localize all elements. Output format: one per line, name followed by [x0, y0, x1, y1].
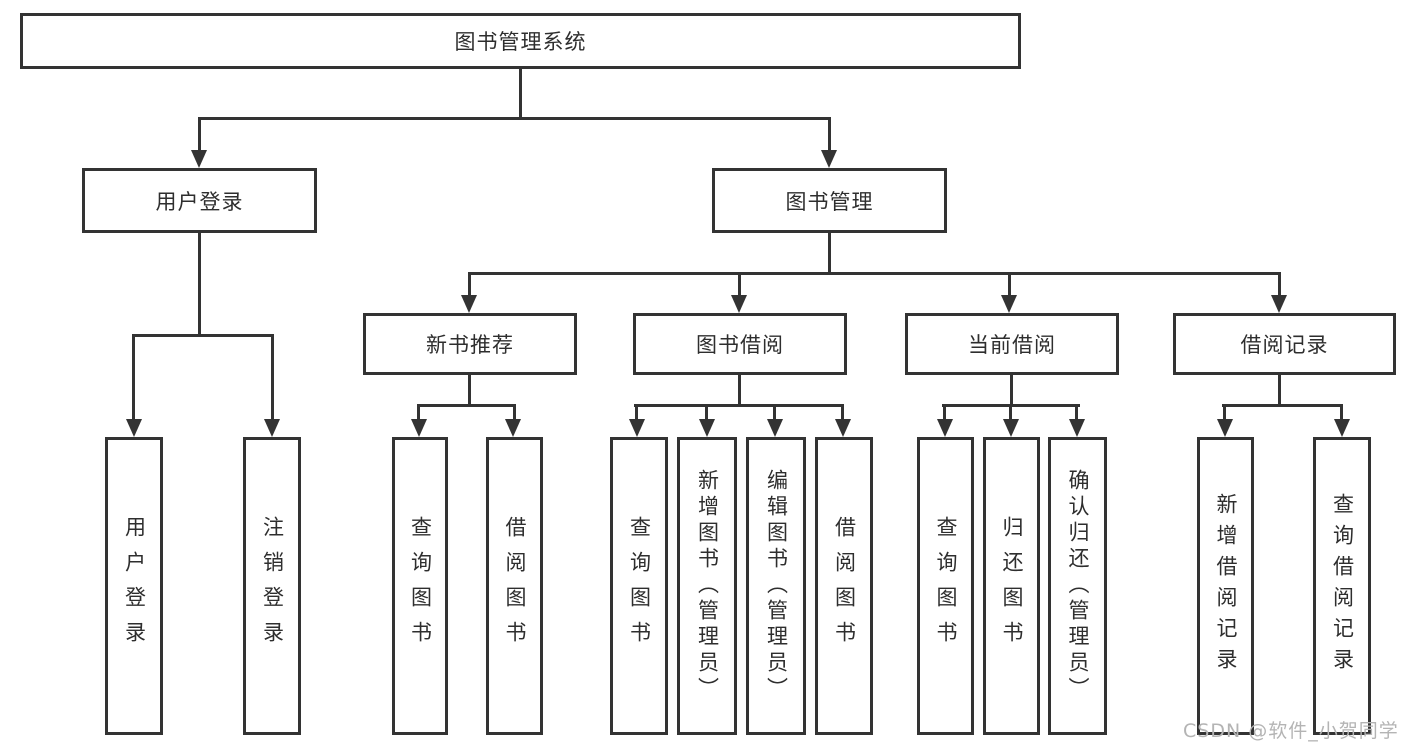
connector-records-down — [1278, 375, 1281, 407]
leaf-borrow-book-2: 借阅图书 — [815, 437, 873, 735]
leaf-logout: 注销登录 — [243, 437, 301, 735]
connector-stub-user-login — [198, 117, 201, 153]
arrow-down-icon — [937, 419, 953, 437]
node-user-login-label: 用户登录 — [155, 189, 244, 214]
arrow-down-icon — [629, 419, 645, 437]
leaf-user-login: 用户登录 — [105, 437, 163, 735]
node-book-management-label: 图书管理 — [785, 189, 874, 214]
leaf-query-borrow-record-label: 查询借阅记录 — [1330, 493, 1355, 679]
connector-new-book-rail — [417, 404, 516, 407]
connector-new-book-down — [468, 375, 471, 407]
connector-borrow-rail — [634, 404, 844, 407]
connector-records-rail — [1222, 404, 1343, 407]
connector-stub-records — [1278, 272, 1281, 298]
node-new-book-recommend: 新书推荐 — [363, 313, 577, 375]
connector-stub-borrow — [738, 272, 741, 298]
connector-stub — [841, 404, 844, 422]
arrow-down-icon — [1069, 419, 1085, 437]
connector-level2-rail — [198, 117, 831, 120]
arrow-down-icon — [731, 295, 747, 313]
arrow-down-icon — [1217, 419, 1233, 437]
leaf-add-borrow-record-label: 新增借阅记录 — [1214, 493, 1238, 679]
leaf-confirm-return-admin: 确认归还（管理员） — [1048, 437, 1107, 735]
connector-borrow-down — [738, 375, 741, 407]
arrow-down-icon — [835, 419, 851, 437]
arrow-down-icon — [411, 419, 427, 437]
leaf-query-book-1-label: 查询图书 — [408, 516, 433, 656]
connector-stub-new-book — [468, 272, 471, 298]
arrow-down-icon — [264, 419, 280, 437]
connector-stub-logout-leaf — [271, 334, 274, 420]
arrow-down-icon — [126, 419, 142, 437]
connector-stub-login-leaf — [132, 334, 135, 420]
connector-book-mgmt-down — [828, 233, 831, 275]
connector-stub — [1075, 404, 1078, 422]
node-root-label: 图书管理系统 — [454, 30, 587, 54]
arrow-down-icon — [505, 419, 521, 437]
leaf-borrow-book-2-label: 借阅图书 — [832, 516, 857, 656]
arrow-down-icon — [191, 150, 207, 168]
leaf-add-book-admin-label: 新增图书（管理员） — [695, 469, 720, 703]
connector-stub — [943, 404, 946, 422]
node-book-borrow: 图书借阅 — [633, 313, 847, 375]
node-borrow-records: 借阅记录 — [1173, 313, 1396, 375]
connector-user-login-rail — [132, 334, 274, 337]
arrow-down-icon — [1003, 419, 1019, 437]
connector-stub — [513, 404, 516, 422]
leaf-query-book-2-label: 查询图书 — [627, 516, 652, 656]
leaf-user-login-label: 用户登录 — [122, 516, 147, 656]
arrow-down-icon — [699, 419, 715, 437]
leaf-borrow-book-1-label: 借阅图书 — [503, 516, 527, 656]
leaf-return-book: 归还图书 — [983, 437, 1040, 735]
connector-level3-rail — [468, 272, 1281, 275]
connector-stub — [1009, 404, 1012, 422]
leaf-query-book-3: 查询图书 — [917, 437, 974, 735]
leaf-borrow-book-1: 借阅图书 — [486, 437, 543, 735]
node-book-management: 图书管理 — [712, 168, 947, 233]
connector-stub-current — [1008, 272, 1011, 298]
leaf-edit-book-admin-label: 编辑图书（管理员） — [764, 469, 789, 703]
leaf-logout-label: 注销登录 — [260, 516, 285, 656]
connector-root-down — [519, 66, 522, 120]
connector-stub-book-mgmt — [828, 117, 831, 153]
connector-user-login-down — [198, 233, 201, 337]
arrow-down-icon — [1334, 419, 1350, 437]
node-borrow-records-label: 借阅记录 — [1240, 333, 1329, 357]
leaf-edit-book-admin: 编辑图书（管理员） — [746, 437, 806, 735]
leaf-confirm-return-admin-label: 确认归还（管理员） — [1066, 469, 1090, 703]
connector-stub — [773, 404, 776, 422]
node-user-login: 用户登录 — [82, 168, 317, 233]
connector-stub — [1223, 404, 1226, 422]
leaf-return-book-label: 归还图书 — [1000, 516, 1024, 656]
connector-stub — [635, 404, 638, 422]
arrow-down-icon — [821, 150, 837, 168]
arrow-down-icon — [767, 419, 783, 437]
node-root: 图书管理系统 — [20, 13, 1021, 69]
node-book-borrow-label: 图书借阅 — [696, 333, 784, 357]
arrow-down-icon — [1001, 295, 1017, 313]
leaf-query-book-3-label: 查询图书 — [934, 516, 958, 656]
csdn-watermark: CSDN @软件_小贺同学 — [1183, 720, 1399, 742]
leaf-add-book-admin: 新增图书（管理员） — [677, 437, 737, 735]
connector-current-down — [1010, 375, 1013, 407]
connector-stub — [417, 404, 420, 422]
node-current-borrow: 当前借阅 — [905, 313, 1119, 375]
node-current-borrow-label: 当前借阅 — [968, 333, 1056, 357]
node-new-book-recommend-label: 新书推荐 — [426, 333, 514, 357]
arrow-down-icon — [1271, 295, 1287, 313]
connector-stub — [705, 404, 708, 422]
leaf-add-borrow-record: 新增借阅记录 — [1197, 437, 1254, 735]
arrow-down-icon — [461, 295, 477, 313]
connector-stub — [1340, 404, 1343, 422]
leaf-query-borrow-record: 查询借阅记录 — [1313, 437, 1371, 735]
leaf-query-book-1: 查询图书 — [392, 437, 448, 735]
leaf-query-book-2: 查询图书 — [610, 437, 668, 735]
